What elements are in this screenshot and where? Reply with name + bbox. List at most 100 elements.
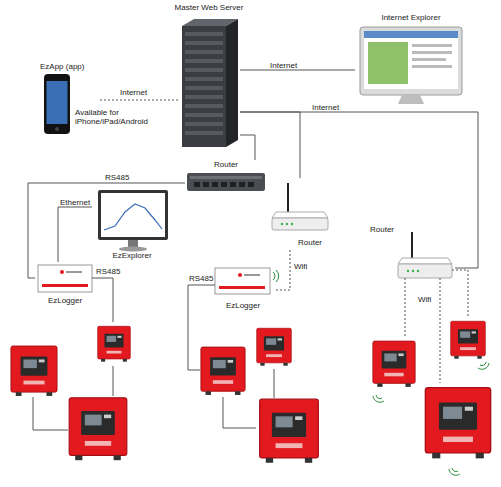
router-antenna — [287, 183, 289, 213]
pc-stand — [128, 240, 138, 247]
switch-port — [239, 182, 245, 187]
logger-illustration — [38, 265, 92, 292]
inverter — [98, 326, 131, 361]
logger-body — [215, 268, 270, 294]
router-antenna — [411, 232, 413, 259]
router-led — [407, 270, 409, 272]
browser-line — [412, 51, 452, 54]
wire-label: RS485 — [189, 274, 213, 283]
network-link — [240, 112, 300, 178]
link-label: Internet — [312, 103, 339, 112]
network-link — [240, 112, 478, 268]
inverter — [451, 321, 486, 358]
logger-mark — [66, 271, 82, 273]
server-side — [226, 19, 238, 147]
monitor-illustration — [360, 27, 462, 104]
network-link — [100, 100, 178, 101]
switch-port — [212, 182, 218, 187]
device-label: EzLogger — [35, 296, 95, 305]
device-label: Router — [370, 225, 410, 234]
browser-picture — [368, 42, 408, 84]
browser-monitor: Internet Explorer — [355, 13, 467, 108]
inverter — [201, 347, 245, 395]
device-label: Master Web Server — [154, 3, 264, 12]
logger-illustration — [215, 268, 279, 294]
logger-logo — [238, 273, 242, 277]
wire-label: Wifi — [418, 295, 431, 304]
link-label: Wifi — [294, 262, 307, 271]
phone-button — [55, 127, 59, 131]
link-label: Ethernet — [60, 198, 90, 207]
logger-mark — [244, 274, 260, 276]
server-slot — [185, 86, 223, 90]
rs485-wire — [92, 278, 113, 322]
monitor-stand — [398, 95, 424, 104]
wifi-waves — [273, 270, 279, 282]
monitoring-pc: EzExplorer — [92, 188, 172, 263]
pc-chart — [104, 204, 162, 230]
switch-port — [230, 182, 236, 187]
server-illustration — [182, 19, 238, 147]
device-note: Available for iPhone/iPad/Android — [75, 108, 159, 126]
pc-frame — [98, 190, 168, 240]
inverter — [373, 341, 415, 387]
switch-port — [194, 182, 200, 187]
server-slot — [185, 50, 223, 54]
logger-body — [38, 265, 92, 292]
link-label: RS485 — [105, 173, 129, 182]
network-link — [274, 250, 290, 290]
device-label: Router — [298, 238, 338, 247]
device-label: Internet Explorer — [355, 13, 467, 22]
server-slot — [185, 95, 223, 99]
browser-line — [412, 65, 452, 68]
logger-strip — [219, 286, 265, 289]
server-slot — [185, 122, 223, 126]
router-led — [412, 270, 414, 272]
device-label: EzApp (app) — [40, 62, 110, 71]
pc-illustration — [98, 190, 168, 252]
web-server: Master Web Server — [178, 3, 240, 150]
server-slot — [185, 104, 223, 108]
network-link — [240, 70, 355, 71]
server-slot — [185, 131, 223, 135]
router-body — [398, 264, 452, 278]
link-label: Internet — [270, 61, 297, 70]
device-label: EzLogger — [212, 301, 274, 310]
logger-logo — [60, 270, 64, 274]
wifi-wave — [449, 468, 460, 475]
wifi-wave — [373, 395, 384, 402]
switch-body — [187, 173, 265, 191]
wifi-wave — [478, 362, 489, 369]
router-led — [417, 270, 419, 272]
data-logger: EzLogger — [35, 262, 95, 307]
switch-illustration — [187, 173, 265, 191]
inverter — [425, 388, 490, 459]
browser-bar — [364, 31, 458, 38]
browser-line — [412, 44, 452, 47]
phone-illustration — [44, 74, 70, 134]
server-slot — [185, 113, 223, 117]
phone-app: EzApp (app)Available for iPhone/iPad/And… — [38, 62, 100, 138]
network-router: Router — [185, 160, 267, 196]
server-slot — [185, 68, 223, 72]
wifi-link — [452, 270, 468, 318]
logger-strip — [42, 284, 88, 287]
switch-face — [190, 176, 262, 179]
rs485-wire — [223, 397, 256, 428]
rs485-wire — [113, 366, 114, 396]
server-slot — [185, 77, 223, 81]
browser-line — [412, 58, 446, 61]
wifi-router-illustration — [272, 183, 328, 230]
phone-screen — [47, 81, 68, 124]
device-label: EzExplorer — [92, 251, 172, 260]
router-led — [286, 223, 288, 225]
router-led — [291, 223, 293, 225]
monitor-frame — [360, 27, 462, 95]
server-slot — [185, 32, 223, 36]
network-link — [240, 135, 255, 160]
wifi-link — [405, 278, 406, 338]
router-top — [398, 258, 452, 264]
